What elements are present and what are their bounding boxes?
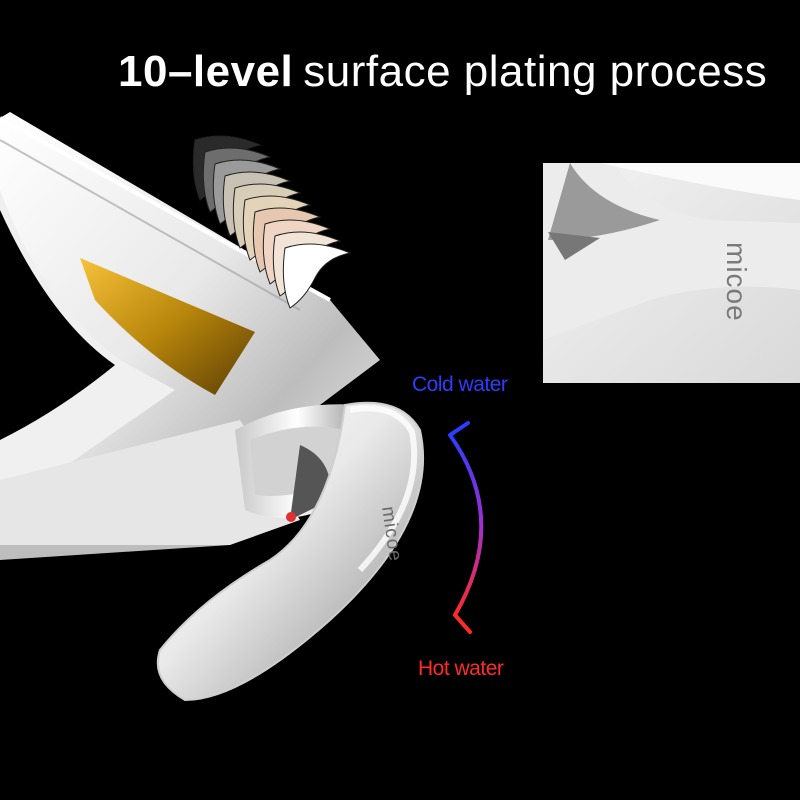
plating-layers (192, 135, 352, 309)
cold-arrow (448, 421, 470, 437)
gold-cross-section (80, 258, 255, 395)
inset-closeup (543, 163, 800, 383)
plating-layer (282, 243, 352, 309)
hot-arrow (453, 613, 472, 634)
hot-water-label: Hot water (418, 657, 504, 680)
temperature-arc (448, 433, 484, 617)
faucet-body (0, 420, 300, 560)
headline-light: surface plating process (303, 47, 768, 96)
cold-water-label: Cold water (412, 373, 508, 396)
brand-logo-inset: micoe (721, 242, 752, 322)
temperature-indicator (448, 421, 484, 634)
lever-handle (156, 401, 424, 702)
headline-bold: 10–level (118, 47, 294, 96)
